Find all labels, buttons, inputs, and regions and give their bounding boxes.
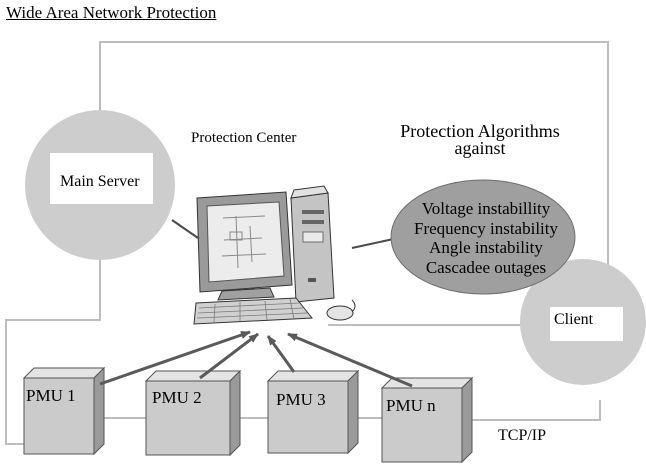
client-label-box: [550, 307, 623, 341]
network-line-left: [5, 240, 101, 445]
algorithm-list: Voltage instabillity Frequency instabili…: [396, 199, 576, 277]
algorithm-item: Voltage instabillity: [421, 199, 551, 218]
arrow-pmu3-to-center: [266, 335, 296, 373]
main-server-label-box: [50, 153, 153, 204]
algorithm-item: Cascadee outages: [425, 257, 547, 277]
pmu-n-label: PMU n: [386, 396, 436, 415]
algorithm-ellipse: [390, 179, 576, 295]
network-line-right: [470, 400, 601, 421]
pmu-3-label: PMU 3: [276, 390, 326, 409]
pmu-box-2: [144, 369, 242, 457]
algorithms-heading-line-2: against: [454, 138, 506, 158]
network-protocol-label: TCP/IP: [498, 427, 547, 444]
connector-server-to-center: [171, 219, 199, 239]
connector-center-to-algorithms: [351, 237, 399, 249]
pmu-box-n: [380, 376, 474, 464]
data-arrows: [99, 330, 413, 388]
algorithms-heading: Protection Algorithms against: [380, 121, 580, 158]
pmu-box-3: [266, 369, 360, 455]
main-server-label: Main Server: [60, 173, 140, 190]
client-label: Client: [554, 311, 594, 328]
algorithm-item: Angle instability: [429, 238, 543, 257]
diagram-title: Wide Area Network Protection: [6, 3, 217, 22]
arrow-pmun-to-center: [287, 332, 413, 388]
arrow-pmu2-to-center: [199, 332, 259, 380]
pmu-1-label: PMU 1: [26, 386, 76, 405]
computer-icon: [193, 185, 356, 325]
pmu-2-label: PMU 2: [152, 388, 202, 407]
protection-center-label: Protection Center: [191, 130, 297, 146]
network-lines: [5, 41, 609, 445]
network-line-top: [99, 41, 609, 292]
arrow-pmu1-to-center: [99, 330, 251, 386]
pmu-box-1: [22, 366, 106, 456]
algorithm-item: Frequency instability: [413, 218, 558, 238]
algorithms-heading-line-1: Protection Algorithms: [400, 121, 560, 141]
